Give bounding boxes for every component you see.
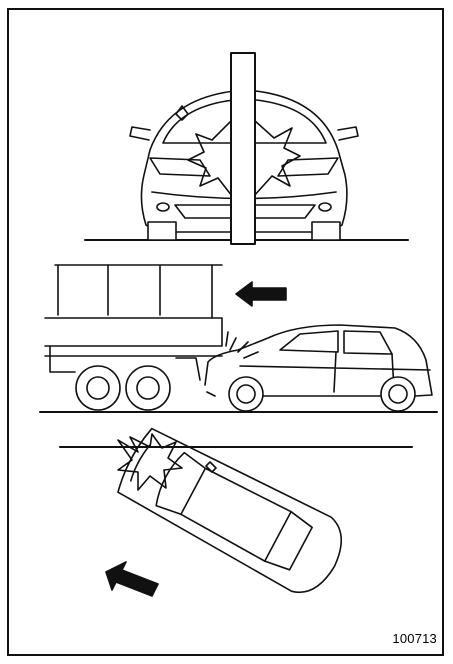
car-top-view [112,421,355,603]
car-side-windows [280,331,392,354]
car-top-hood [129,445,150,481]
impact-lines-truck [226,332,258,358]
car-front-mirror-right [338,127,358,140]
arrow-up-left-icon [106,562,158,596]
truck-cargo-bed [45,318,222,346]
truck-mudflap [176,358,200,380]
scene-frontal-pole [85,53,408,244]
car-side-wheel-rear [381,377,415,411]
car-front-mirror-left [130,127,150,140]
car-front-headlight-right [278,158,338,176]
truck-cargo-rack [55,265,222,318]
car-front-wheel-right [312,222,340,240]
car-front-fog-right [319,203,331,211]
scene-angled-collision [60,421,412,603]
arrow-left-icon [236,282,286,306]
impact-burst-right [254,120,300,196]
pole [231,53,255,244]
car-front-fog-left [157,203,169,211]
car-top-rear-window [265,512,314,574]
impact-burst-left [188,120,232,196]
car-top-roof [180,467,291,562]
impact-burst-top [118,434,182,490]
truck-wheel-2 [126,366,170,410]
car-front-headlight-left [150,158,210,176]
car-side-wheel-front [229,377,263,411]
figure-id-label: 100713 [392,631,437,646]
truck-wheel-1 [76,366,120,410]
scene-truck-underride [40,265,437,412]
car-front-wheel-left [148,222,176,240]
